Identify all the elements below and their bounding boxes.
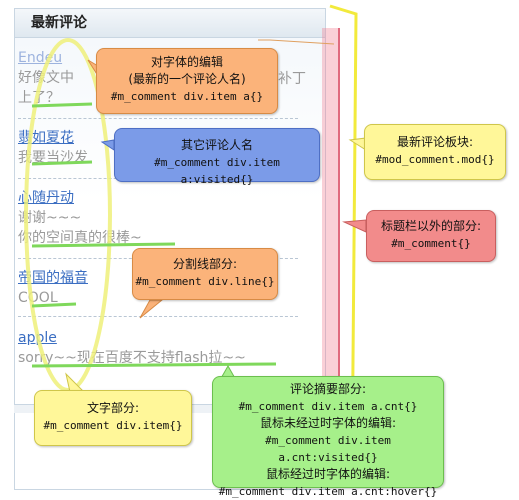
summary-underline [31, 362, 277, 368]
non-title-region-highlight [322, 28, 340, 386]
pointer-line [258, 39, 335, 45]
comment-item: 帝国的福音 COOL [18, 268, 88, 308]
callout-non-title: 标题栏以外的部分: #m_comment{} [366, 210, 496, 262]
summary-underline [31, 160, 93, 166]
callout-text-part: 文字部分: #m_comment div.item{} [34, 390, 192, 446]
comment-summary[interactable]: 好像文中 [18, 70, 74, 86]
comment-item: Endeu 好像文中 上了？ [18, 48, 74, 108]
callout-other-names: 其它评论人名 #m_comment div.item a:visited{} [114, 128, 320, 186]
commenter-name[interactable]: 帝国的福音 [18, 270, 88, 286]
callout-font-edit: 对字体的编辑 (最新的一个评论人名) #m_comment div.item a… [96, 48, 278, 114]
comment-summary[interactable]: 谢谢~~~ [18, 210, 82, 226]
summary-underline [31, 102, 93, 108]
callout-summary: 评论摘要部分: #m_comment div.item a.cnt{} 鼠标未经… [212, 376, 444, 498]
module-title: 最新评论 [15, 9, 325, 38]
comment-summary[interactable]: COOL [18, 290, 58, 306]
callout-divider: 分割线部分: #m_comment div.line{} [132, 248, 278, 300]
callout-mod-block: 最新评论板块: #mod_comment.mod{} [364, 124, 506, 180]
comment-summary-tail: 补丁 [278, 71, 306, 87]
divider-line [18, 316, 298, 317]
divider-line [18, 118, 298, 119]
summary-underline [31, 302, 77, 308]
comment-summary[interactable]: sorry~~现在百度不支持flash拉~~ [18, 350, 246, 366]
summary-underline [31, 242, 176, 248]
comment-summary-line2[interactable]: 上了？ [18, 90, 60, 106]
orange-pointer-2 [139, 299, 164, 319]
commenter-name[interactable]: 心随丹动 [18, 190, 74, 206]
